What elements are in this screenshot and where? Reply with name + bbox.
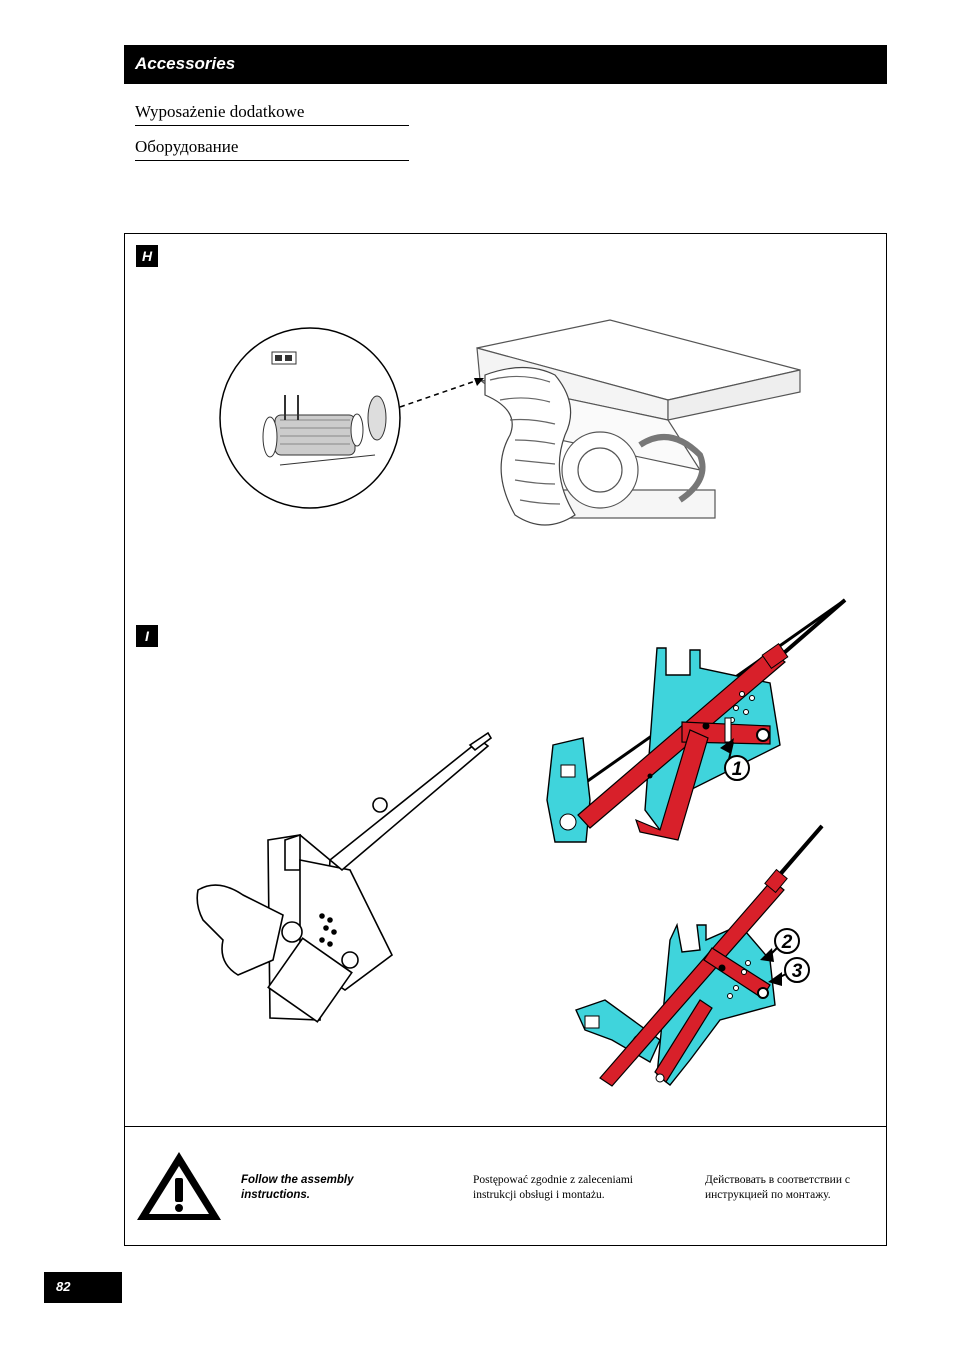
note-russian: Действовать в соответствии с инструкцией… bbox=[705, 1174, 850, 1201]
divider-line bbox=[125, 1126, 886, 1127]
subtitle-russian: Оборудование bbox=[135, 137, 409, 161]
linkage-diagram-top bbox=[546, 598, 847, 843]
section-tag-h: H bbox=[136, 245, 158, 267]
flexible-hose bbox=[484, 366, 576, 526]
page-number: 82 bbox=[56, 1279, 71, 1294]
linkage-assembly-illustration bbox=[196, 731, 493, 1023]
section-tag-i: I bbox=[136, 625, 158, 647]
header-bar: Accessories bbox=[124, 45, 887, 84]
header-title: Accessories bbox=[135, 54, 236, 73]
callout-label-2: 2 bbox=[781, 932, 793, 953]
filter-detail-circle bbox=[219, 327, 401, 509]
page-number-box: 82 bbox=[44, 1272, 122, 1303]
figure-frame: H I Follow the assembly instructions. Po… bbox=[124, 233, 887, 1246]
note-english: Follow the assembly instructions. bbox=[241, 1174, 354, 1201]
callout-2: 2 bbox=[760, 928, 800, 962]
warning-triangle-icon bbox=[137, 1152, 221, 1220]
callout-label-3: 3 bbox=[792, 961, 803, 982]
callout-3: 3 bbox=[768, 957, 810, 986]
linkage-diagram-bottom bbox=[575, 824, 824, 1087]
detail-pointer-arrow bbox=[399, 377, 485, 408]
subtitle-polish: Wyposażenie dodatkowe bbox=[135, 102, 409, 126]
note-polish: Postępować zgodnie z zaleceniami instruk… bbox=[473, 1174, 633, 1201]
callout-1: 1 bbox=[720, 738, 750, 781]
callout-label-1: 1 bbox=[732, 759, 743, 780]
